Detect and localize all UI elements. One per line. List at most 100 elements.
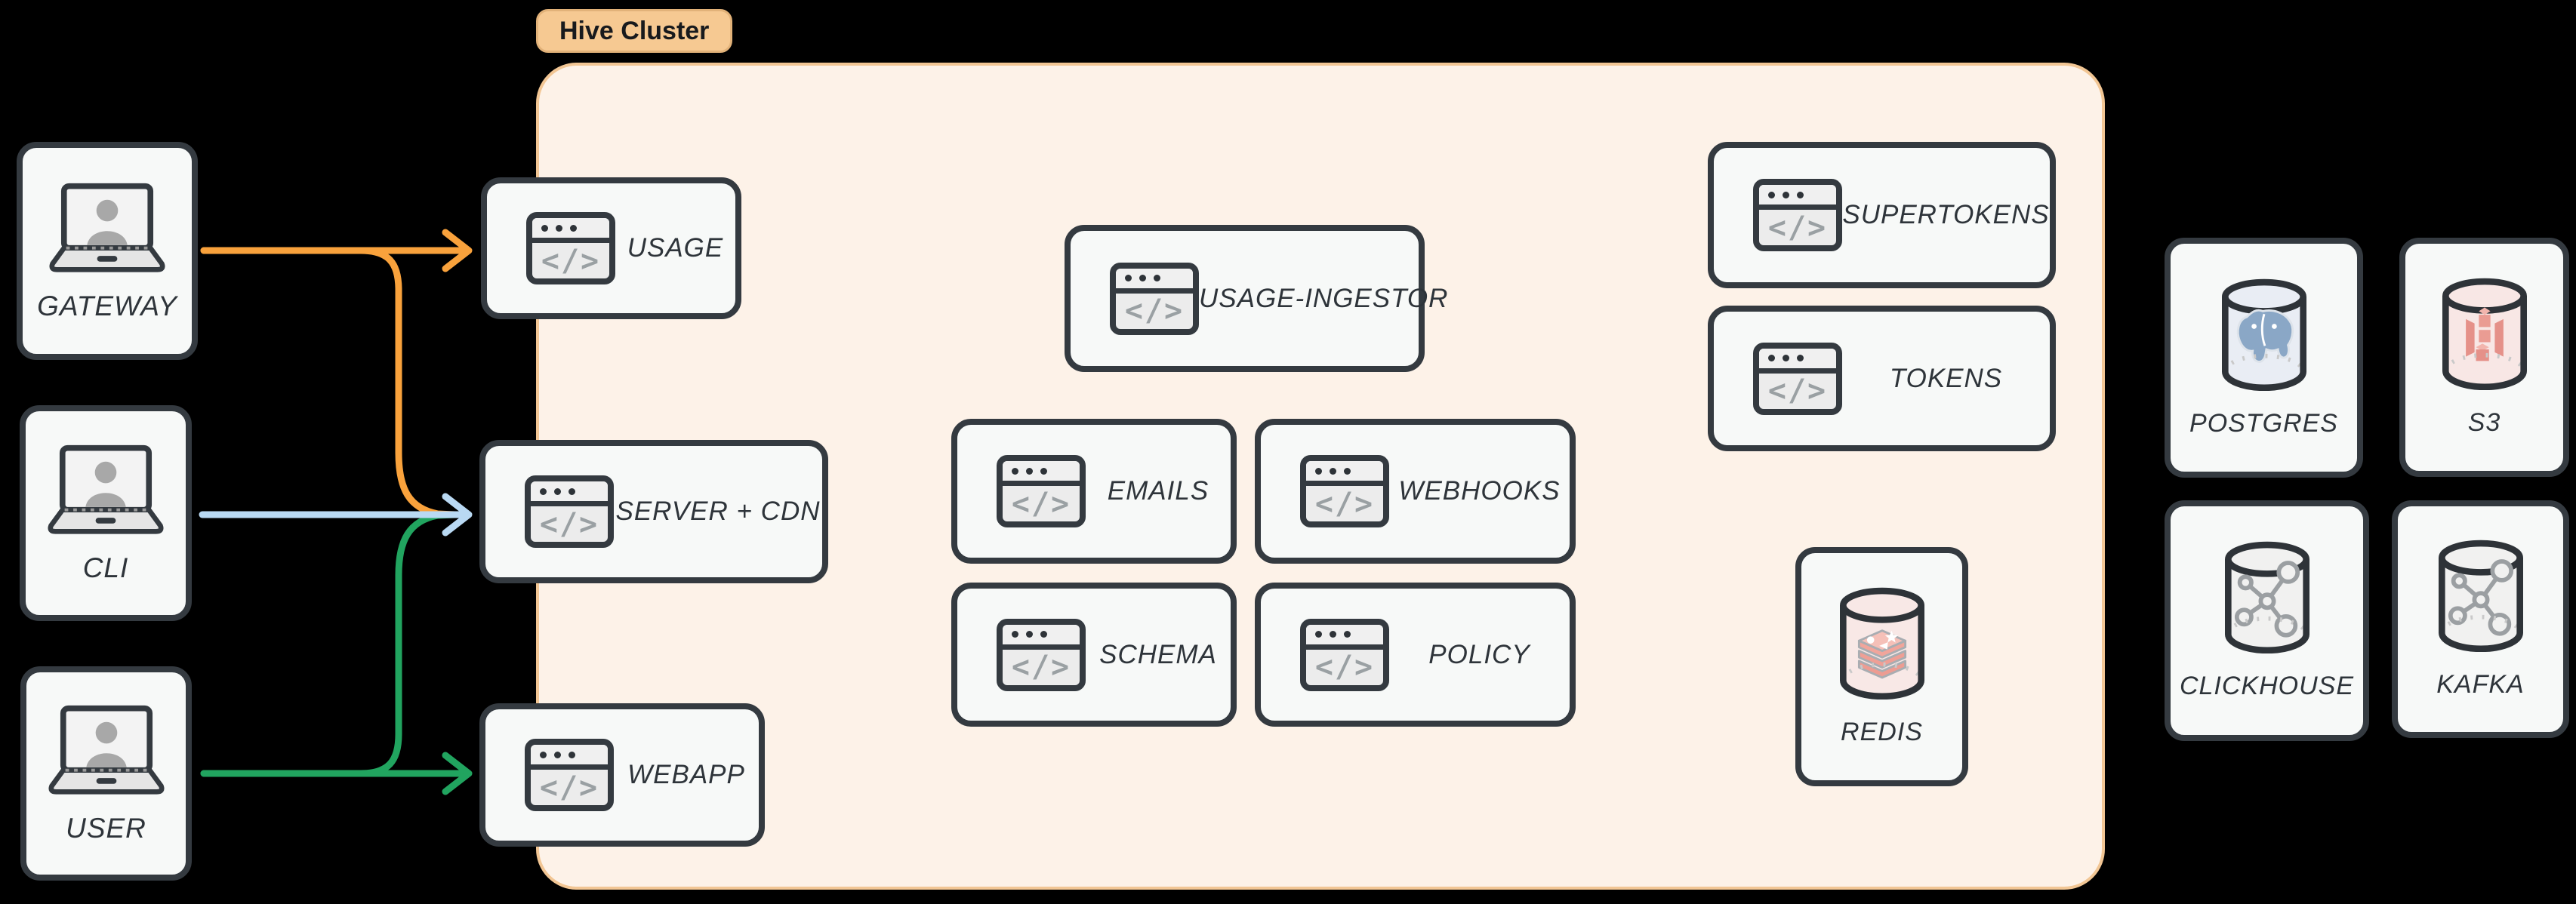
service-label: TOKENS bbox=[1889, 363, 2003, 393]
client-node-user: USER bbox=[20, 666, 192, 881]
hive-cluster-label: Hive Cluster bbox=[536, 9, 733, 53]
code-glyph: </> bbox=[1314, 486, 1375, 521]
code-window-icon: </> bbox=[1753, 342, 1842, 415]
db-node-s3: S3 bbox=[2399, 238, 2569, 477]
db-label: S3 bbox=[2467, 408, 2501, 437]
service-node-usage-ingestor: </> USAGE-INGESTOR bbox=[1065, 225, 1447, 372]
window-dot bbox=[569, 487, 575, 495]
window-dot bbox=[569, 751, 575, 758]
window-dot bbox=[541, 224, 548, 232]
code-glyph: </> bbox=[1767, 210, 1828, 245]
window-dot bbox=[1315, 631, 1322, 638]
service-node-schema: </> SCHEMA bbox=[951, 583, 1237, 727]
window-dot bbox=[554, 487, 561, 495]
postgres-database-icon bbox=[2221, 278, 2306, 391]
window-dot bbox=[1139, 275, 1146, 281]
code-window-icon: </> bbox=[525, 475, 614, 548]
window-titlebar bbox=[1306, 624, 1383, 650]
code-glyph: </> bbox=[1124, 294, 1185, 328]
window-dot bbox=[1330, 467, 1336, 475]
window-titlebar bbox=[1003, 461, 1080, 486]
db-node-clickhouse: CLICKHOUSE bbox=[2165, 500, 2369, 741]
clickhouse-database-icon bbox=[2224, 541, 2309, 653]
window-dot bbox=[1315, 467, 1322, 475]
code-glyph: </> bbox=[1011, 486, 1071, 521]
window-dot bbox=[1783, 355, 1789, 361]
window-dot bbox=[1768, 355, 1775, 361]
code-window-icon: </> bbox=[1300, 455, 1389, 527]
db-node-postgres: POSTGRES bbox=[2165, 238, 2363, 478]
kafka-database-icon bbox=[2438, 540, 2523, 652]
window-dot bbox=[540, 751, 547, 758]
window-dot bbox=[1040, 467, 1047, 475]
arrowhead-server bbox=[442, 493, 473, 537]
window-dot bbox=[1330, 631, 1336, 638]
window-dot bbox=[1797, 191, 1804, 198]
window-dot bbox=[1040, 631, 1047, 638]
laptop-user-icon bbox=[48, 705, 165, 795]
window-titlebar bbox=[1759, 348, 1836, 374]
service-label: WEBAPP bbox=[627, 760, 745, 789]
code-window-icon: </> bbox=[525, 739, 614, 811]
code-glyph: </> bbox=[1767, 374, 1828, 408]
window-dot bbox=[1783, 191, 1789, 198]
arrowhead-webapp bbox=[442, 752, 473, 795]
s3-database-icon bbox=[2442, 278, 2527, 390]
window-dot bbox=[556, 224, 562, 232]
code-glyph: </> bbox=[1314, 650, 1375, 684]
service-node-usage: </> USAGE bbox=[481, 177, 741, 319]
window-dot bbox=[1154, 275, 1160, 281]
service-node-webapp: </> WEBAPP bbox=[479, 703, 765, 847]
service-label: POLICY bbox=[1428, 639, 1530, 669]
code-glyph: </> bbox=[541, 243, 601, 278]
window-dot bbox=[554, 751, 561, 758]
db-node-kafka: KAFKA bbox=[2392, 500, 2569, 738]
window-dot bbox=[1797, 355, 1804, 361]
service-node-policy: </> POLICY bbox=[1255, 583, 1576, 727]
service-node-emails: </> EMAILS bbox=[951, 419, 1237, 564]
service-node-supertokens: </> SUPERTOKENS bbox=[1708, 142, 2056, 288]
db-label: KAFKA bbox=[2436, 670, 2525, 699]
service-node-tokens: </> TOKENS bbox=[1708, 306, 2056, 451]
window-titlebar bbox=[1306, 461, 1383, 486]
window-dot bbox=[1125, 275, 1132, 281]
window-dot bbox=[1344, 631, 1351, 638]
code-window-icon: </> bbox=[997, 618, 1086, 691]
window-dot bbox=[1344, 467, 1351, 475]
code-window-icon: </> bbox=[1110, 262, 1199, 335]
window-dot bbox=[1012, 467, 1018, 475]
service-label: USAGE bbox=[627, 233, 724, 263]
db-label: REDIS bbox=[1841, 718, 1923, 746]
window-dot bbox=[1768, 191, 1775, 198]
window-titlebar bbox=[531, 481, 608, 506]
code-window-icon: </> bbox=[1753, 179, 1842, 251]
service-label: EMAILS bbox=[1107, 476, 1209, 506]
edge-gateway-server-branch bbox=[200, 247, 458, 518]
code-glyph: </> bbox=[539, 770, 599, 805]
window-titlebar bbox=[532, 218, 609, 243]
service-node-server-cdn: </> SERVER + CDN bbox=[479, 440, 828, 583]
code-window-icon: </> bbox=[1300, 618, 1389, 691]
code-window-icon: </> bbox=[526, 212, 615, 284]
code-glyph: </> bbox=[1011, 650, 1071, 684]
code-window-icon: </> bbox=[997, 455, 1086, 527]
window-dot bbox=[1026, 467, 1033, 475]
window-dot bbox=[1026, 631, 1033, 638]
db-node-redis: REDIS bbox=[1795, 547, 1968, 786]
window-titlebar bbox=[1116, 268, 1193, 294]
db-label: POSTGRES bbox=[2189, 408, 2338, 438]
window-dot bbox=[1012, 631, 1018, 638]
client-label: GATEWAY bbox=[37, 290, 177, 321]
service-label: SERVER + CDN bbox=[615, 497, 821, 526]
window-titlebar bbox=[1759, 185, 1836, 210]
redis-database-icon bbox=[1839, 587, 1924, 700]
code-glyph: </> bbox=[539, 506, 599, 542]
service-label: SCHEMA bbox=[1099, 639, 1217, 669]
client-label: CLI bbox=[82, 552, 129, 583]
service-label: WEBHOOKS bbox=[1398, 476, 1561, 506]
service-node-webhooks: </> WEBHOOKS bbox=[1255, 419, 1576, 564]
window-titlebar bbox=[531, 745, 608, 770]
window-dot bbox=[540, 487, 547, 495]
